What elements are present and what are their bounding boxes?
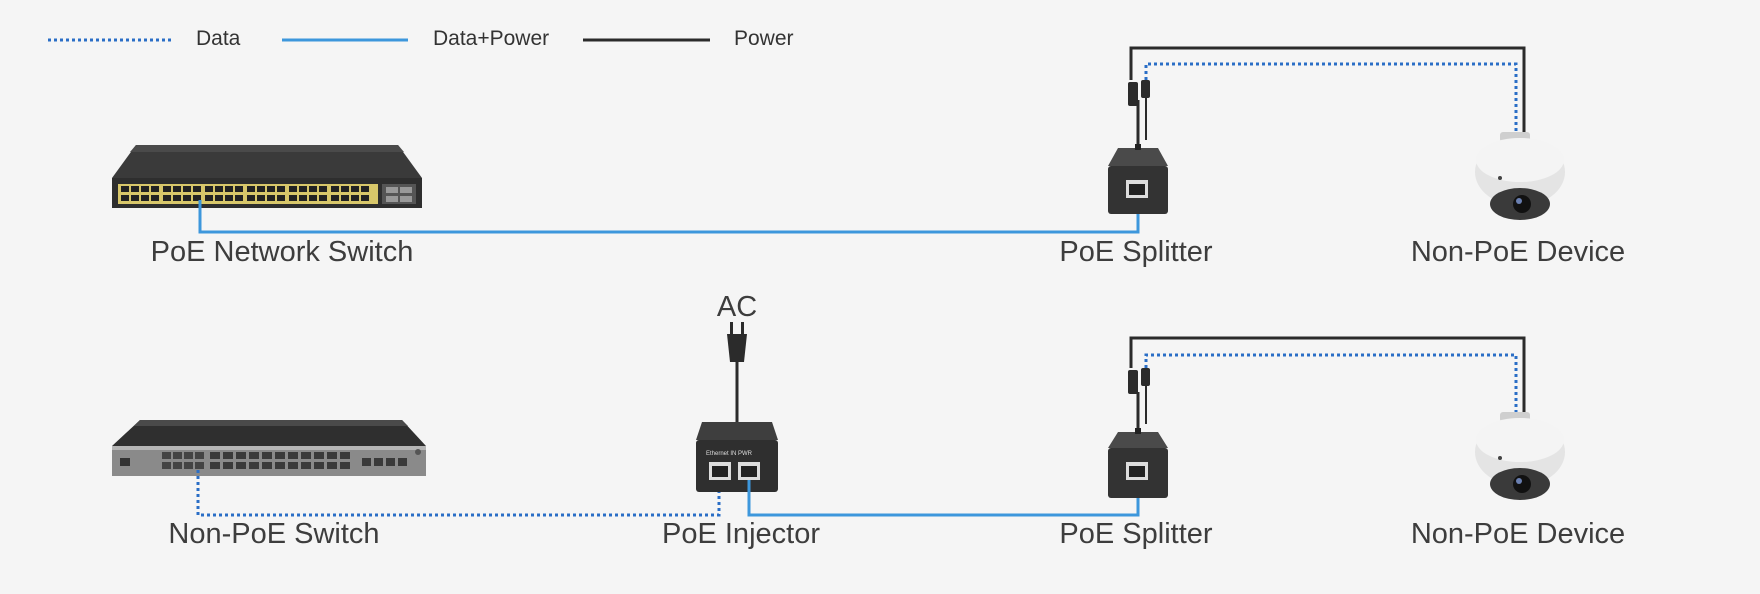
top-splitter-plug-2	[1141, 80, 1150, 98]
bottom-data-power-cable	[747, 472, 1140, 517]
top-poe-splitter-label: PoE Splitter	[1059, 236, 1213, 268]
poe-network-switch-label: PoE Network Switch	[150, 236, 414, 268]
top-power-cable	[1129, 46, 1526, 132]
top-poe-splitter-icon	[1108, 144, 1168, 214]
bottom-power-cable	[1129, 336, 1526, 420]
injector-port-left-label: Ethernet IN	[706, 451, 737, 457]
legend-power-label: Power	[734, 27, 794, 50]
top-non-poe-device-label: Non-PoE Device	[1410, 236, 1626, 268]
ac-plug-icon	[727, 322, 747, 362]
bottom-device-data-cable	[1144, 353, 1518, 420]
ac-label: AC	[716, 291, 758, 323]
bottom-splitter-plug-2	[1141, 368, 1150, 386]
legend-data-label: Data	[196, 27, 241, 50]
injector-port-right-label: PWR	[738, 451, 752, 457]
bottom-non-poe-device-label: Non-PoE Device	[1410, 518, 1626, 550]
bottom-poe-splitter-icon	[1108, 428, 1168, 498]
poe-network-switch-icon	[112, 145, 422, 208]
top-splitter-plug	[1128, 82, 1138, 106]
top-dome-camera-icon	[1475, 132, 1565, 220]
bottom-dome-camera-icon	[1475, 412, 1565, 500]
non-poe-switch-label: Non-PoE Switch	[168, 518, 380, 550]
poe-injector-icon	[696, 422, 778, 492]
poe-injector-label: PoE Injector	[662, 518, 820, 550]
bottom-splitter-plug	[1128, 370, 1138, 394]
bottom-data-cable	[196, 470, 721, 517]
bottom-poe-splitter-label: PoE Splitter	[1059, 518, 1213, 550]
non-poe-switch-icon	[112, 420, 426, 476]
legend-data-power-label: Data+Power	[433, 27, 550, 50]
top-data-cable	[1144, 62, 1518, 132]
